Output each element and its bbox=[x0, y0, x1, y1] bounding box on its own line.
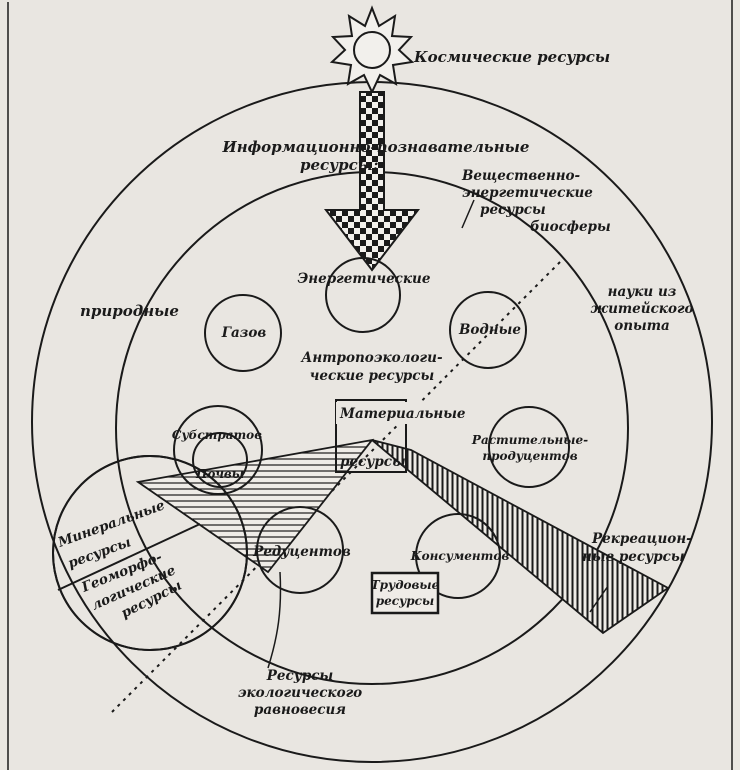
labor-box bbox=[370, 571, 440, 615]
info-label-1: Информационно-познавательные bbox=[222, 138, 530, 156]
matenergy-label-3: ресурсы bbox=[480, 202, 546, 218]
eco-leader bbox=[267, 571, 282, 669]
matenergy-label-4: биосферы bbox=[530, 219, 611, 235]
cosmic-label: Космические ресурсы bbox=[413, 48, 610, 66]
plants-label-2: продуцентов bbox=[482, 449, 577, 463]
consumers-circle bbox=[415, 513, 501, 599]
labor-label-2: ресурсы bbox=[376, 594, 434, 608]
matenergy-label-2: энергетические bbox=[462, 185, 593, 201]
eco-label-2: экологического bbox=[238, 685, 362, 701]
resources-label: ресурсы bbox=[340, 454, 406, 470]
matenergy-label-1: Вещественно- bbox=[461, 168, 581, 184]
recreation-wedge bbox=[371, 439, 670, 635]
reducers-circle bbox=[256, 506, 344, 594]
energy-label: Энергетические bbox=[298, 271, 431, 287]
gases-label: Газов bbox=[221, 325, 267, 341]
science-label-2: житейского bbox=[590, 301, 693, 317]
water-label: Водные bbox=[458, 322, 521, 338]
info-label-2: ресурсы: bbox=[300, 156, 379, 174]
plants-circle bbox=[488, 406, 570, 488]
recreation-leader bbox=[589, 585, 609, 613]
anthropo-label-2: ческие ресурсы bbox=[310, 368, 434, 384]
sun-icon bbox=[329, 5, 415, 95]
matenergy-leader bbox=[461, 199, 475, 229]
substrates-label: Субстратов bbox=[172, 428, 262, 442]
reducers-label: Редуцентов bbox=[252, 544, 351, 560]
plants-label-1: Растительные- bbox=[471, 433, 588, 447]
water-circle bbox=[449, 291, 527, 369]
mineral-circle-overlay bbox=[52, 455, 248, 651]
gases-circle bbox=[204, 294, 282, 372]
soils-label: Почвы bbox=[195, 467, 244, 481]
eco-label-3: равновесия bbox=[254, 702, 346, 718]
science-label-1: науки из bbox=[608, 284, 677, 300]
labor-label-1: Трудовые bbox=[371, 578, 440, 592]
eco-label-1: Ресурсы bbox=[266, 668, 333, 684]
substrates-circle bbox=[173, 405, 263, 495]
material-box bbox=[335, 399, 407, 473]
recreation-label-2: ные ресурсы bbox=[582, 549, 685, 565]
mineral-divider bbox=[57, 523, 201, 591]
energy-circle bbox=[325, 257, 401, 333]
consumers-label: Консументов bbox=[410, 549, 510, 563]
natural-label: природные bbox=[80, 302, 179, 320]
material-label: Материальные bbox=[339, 406, 466, 422]
anthropo-label-1: Антропоэкологи- bbox=[300, 350, 443, 366]
science-label-3: опыта bbox=[614, 318, 670, 334]
material-label-bg bbox=[336, 402, 466, 424]
recreation-label-1: Рекреацион- bbox=[591, 531, 692, 547]
checkered-arrow-icon bbox=[323, 91, 421, 272]
dotted-diagonal bbox=[111, 261, 561, 713]
